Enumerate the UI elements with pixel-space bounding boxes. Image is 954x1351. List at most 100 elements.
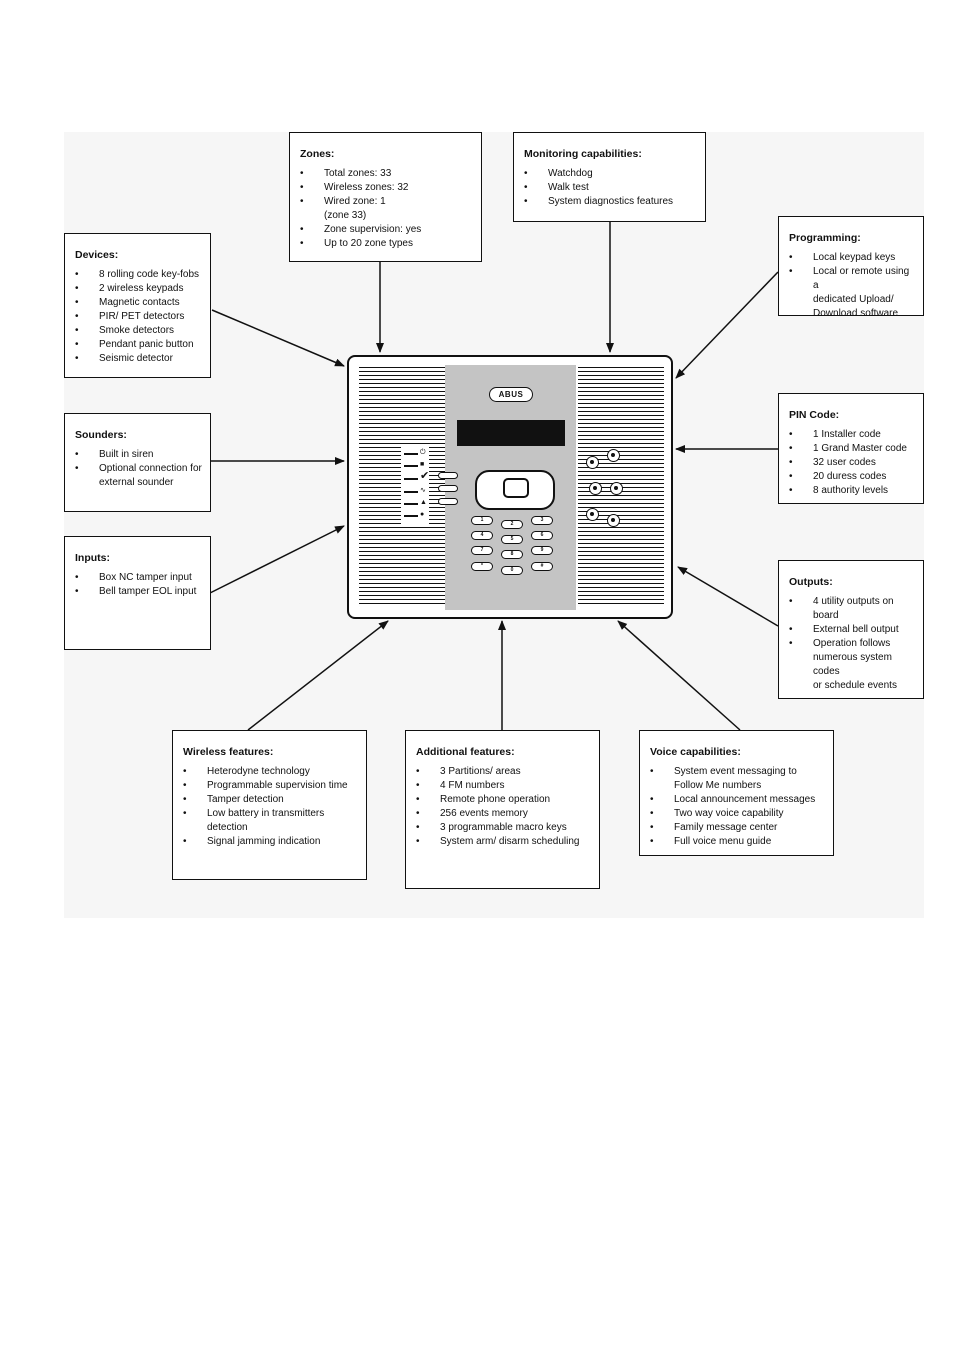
lock-icon: ■ [420,461,425,468]
keypad-key[interactable]: # [531,562,553,571]
feature-item: Walk test [524,181,697,195]
wireless-list: Heterodyne technologyProgrammable superv… [183,765,358,849]
keypad-key[interactable]: 5 [501,535,523,544]
programming-box: Programming: Local keypad keysLocal or r… [778,216,924,319]
keypad-key[interactable]: 2 [501,520,523,529]
feature-item: Full voice menu guide [650,835,825,849]
devices-box: Devices: 8 rolling code key-fobs2 wirele… [64,233,211,378]
sounders-title: Sounders: [75,429,127,441]
sounders-list: Built in sirenOptional connection for ex… [75,448,202,490]
programming-list: Local keypad keysLocal or remote using a… [789,251,915,321]
function-button-2[interactable] [438,485,458,492]
led-line [404,515,418,517]
devices-title: Devices: [75,249,119,261]
round-button-6[interactable] [607,514,620,527]
feature-item: Low battery in transmitters detection [183,807,358,835]
feature-item: Smoke detectors [75,324,202,338]
feature-item: Remote phone operation [416,793,591,807]
monitoring-box: Monitoring capabilities: WatchdogWalk te… [513,132,706,222]
sounders-box: Sounders: Built in sirenOptional connect… [64,413,211,512]
pin-code-box: PIN Code: 1 Installer code1 Grand Master… [778,393,924,504]
arrow-wireless [247,620,389,731]
check-icon: ✔ [420,470,430,482]
voice-box: Voice capabilities: System event messagi… [639,730,834,856]
feature-item: Wireless zones: 32 [300,181,473,195]
outputs-list: 4 utility outputs on boardExternal bell … [789,595,915,693]
round-button-5[interactable] [586,508,599,521]
keypad-key[interactable]: 4 [471,531,493,540]
feature-item: Two way voice capability [650,807,825,821]
keypad-key[interactable]: 0 [501,566,523,575]
keypad-key[interactable]: 7 [471,546,493,555]
arrow-programming [675,271,779,379]
feature-item: Optional connection for external sounder [75,462,202,490]
feature-item: External bell output [789,623,915,637]
feature-item: Local or remote using a dedicated Upload… [789,265,915,321]
programming-title: Programming: [789,232,861,244]
outputs-box: Outputs: 4 utility outputs on boardExter… [778,560,924,699]
feature-item: Watchdog [524,167,697,181]
function-button-3[interactable] [438,498,458,505]
feature-item: Tamper detection [183,793,358,807]
lcd-display [457,420,565,446]
round-button-4[interactable] [610,482,623,495]
keypad-key[interactable]: 3 [531,516,553,525]
feature-item: 4 FM numbers [416,779,591,793]
power-icon: ⏻ [420,449,426,456]
feature-item: 256 events memory [416,807,591,821]
feature-item: 8 authority levels [789,484,915,498]
additional-title: Additional features: [416,746,515,758]
round-button-3[interactable] [589,482,602,495]
keypad-key[interactable]: 6 [531,531,553,540]
led-line [404,503,418,505]
arrow-inputs [209,525,345,594]
pin-code-list: 1 Installer code1 Grand Master code32 us… [789,428,915,498]
wave-icon: ∿ [420,487,426,494]
outputs-title: Outputs: [789,576,833,588]
navigation-pad[interactable] [475,470,555,510]
feature-item: 32 user codes [789,456,915,470]
inputs-box: Inputs: Box NC tamper inputBell tamper E… [64,536,211,650]
feature-item: Wired zone: 1 (zone 33) [300,195,473,223]
arrow-devices [211,309,345,367]
wireless-title: Wireless features: [183,746,274,758]
feature-item: Local announcement messages [650,793,825,807]
round-button-2[interactable] [607,449,620,462]
feature-item: Heterodyne technology [183,765,358,779]
led-line [404,453,418,455]
feature-item: Family message center [650,821,825,835]
zones-list: Total zones: 33Wireless zones: 32Wired z… [300,167,473,251]
feature-item: Signal jamming indication [183,835,358,849]
inputs-title: Inputs: [75,552,110,564]
feature-item: System diagnostics features [524,195,697,209]
feature-item: Programmable supervision time [183,779,358,793]
voice-list: System event messaging to Follow Me numb… [650,765,825,849]
function-button-1[interactable] [438,472,458,479]
feature-item: System arm/ disarm scheduling [416,835,591,849]
led-line [404,491,418,493]
zones-box: Zones: Total zones: 33Wireless zones: 32… [289,132,482,262]
nav-center-button[interactable] [503,478,529,498]
wireless-box: Wireless features: Heterodyne technology… [172,730,367,880]
arrow-outputs [677,566,779,627]
keypad-key[interactable]: 9 [531,546,553,555]
feature-item: 1 Installer code [789,428,915,442]
additional-box: Additional features: 3 Partitions/ areas… [405,730,600,889]
zones-title: Zones: [300,148,335,160]
monitoring-title: Monitoring capabilities: [524,148,642,160]
additional-list: 3 Partitions/ areas4 FM numbersRemote ph… [416,765,591,849]
arrow-voice [617,620,741,731]
feature-item: Zone supervision: yes [300,223,473,237]
brand-logo: ABUS [489,387,533,402]
feature-item: 3 programmable macro keys [416,821,591,835]
round-button-1[interactable] [586,456,599,469]
keypad-key[interactable]: * [471,562,493,571]
led-line [404,465,418,467]
keypad-key[interactable]: 1 [471,516,493,525]
feature-item: PIR/ PET detectors [75,310,202,324]
feature-item: Built in siren [75,448,202,462]
keypad-key[interactable]: 8 [501,550,523,559]
feature-item: 8 rolling code key-fobs [75,268,202,282]
feature-item: Pendant panic button [75,338,202,352]
